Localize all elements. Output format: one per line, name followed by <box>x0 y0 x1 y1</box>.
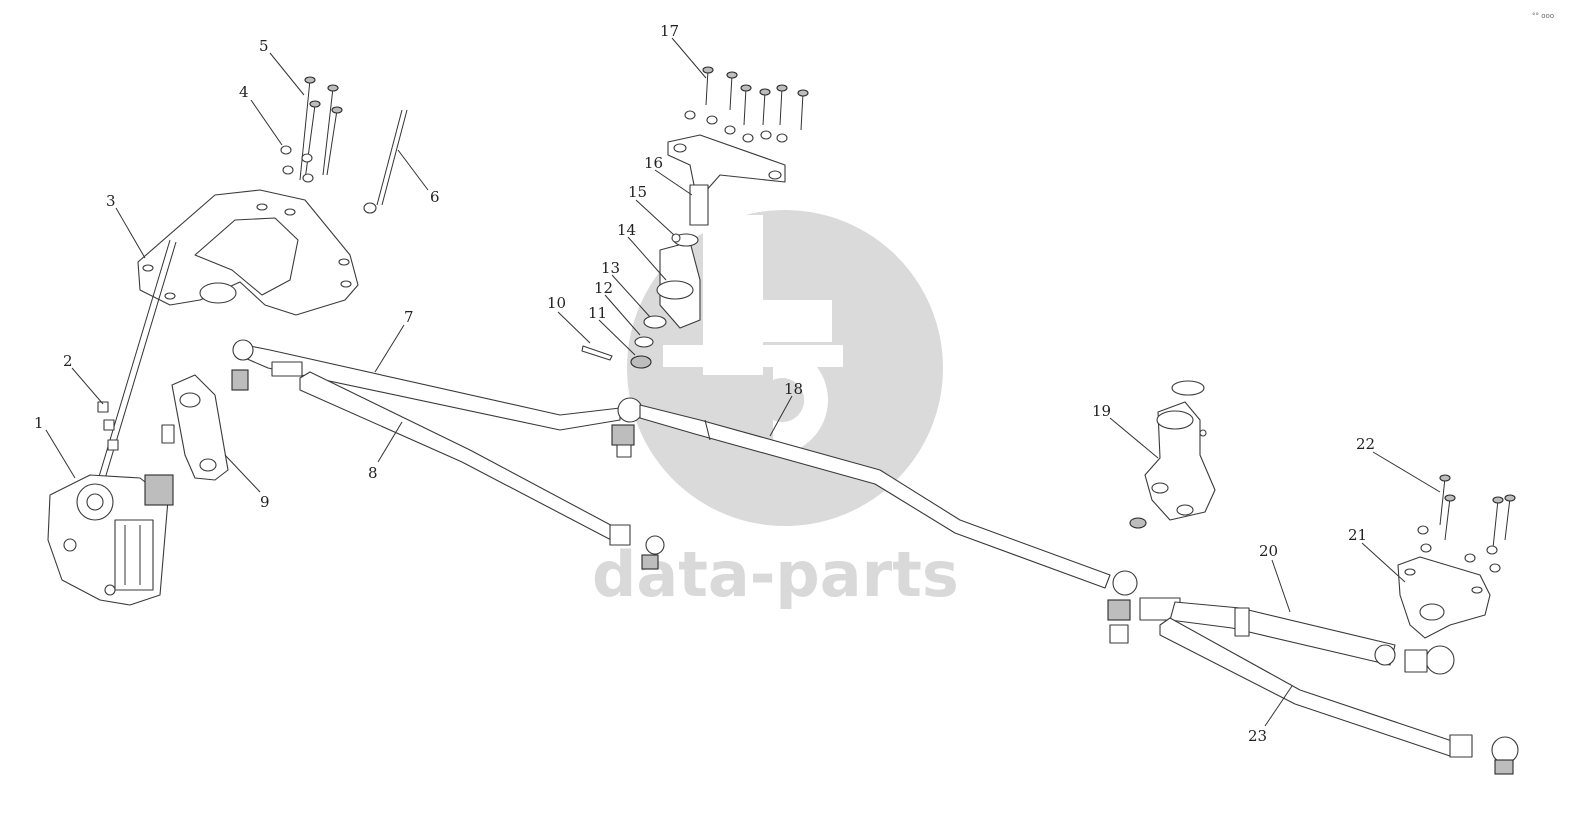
callout-11: 11 <box>588 304 607 322</box>
callout-5: 5 <box>259 37 269 55</box>
part-drag-link-lower <box>299 371 665 570</box>
part-tie-rod-long <box>639 404 1111 589</box>
callout-19: 19 <box>1092 402 1111 420</box>
leader-lines <box>45 37 1441 727</box>
part-steering-gear <box>47 474 174 606</box>
part-knuckle-right <box>1129 380 1216 529</box>
callout-17: 17 <box>660 22 679 40</box>
callout-labels: 1 2 3 4 5 6 7 8 9 10 11 12 13 14 15 16 1… <box>34 22 1375 745</box>
part-pitman-arm <box>161 374 229 481</box>
watermark-logo <box>627 210 943 526</box>
callout-23: 23 <box>1248 727 1267 745</box>
callout-13: 13 <box>601 259 620 277</box>
callout-4: 4 <box>239 83 249 101</box>
part-plate-upper <box>667 134 786 226</box>
part-long-stud <box>363 109 408 214</box>
callout-12: 12 <box>594 279 613 297</box>
callout-15: 15 <box>628 183 647 201</box>
part-cylinder <box>1169 601 1455 675</box>
part-bracket <box>137 189 359 316</box>
corner-mark: °° ooo <box>1532 12 1554 20</box>
callout-18: 18 <box>784 380 803 398</box>
callout-6: 6 <box>430 188 440 206</box>
callout-7: 7 <box>404 308 414 326</box>
callout-9: 9 <box>260 493 270 511</box>
part-bracket-right <box>1397 556 1491 639</box>
part-drag-link-upper <box>231 339 621 431</box>
part-center-joint <box>611 397 643 458</box>
part-knuckle-upper <box>656 233 701 329</box>
callout-1: 1 <box>34 414 44 432</box>
part-right-joint <box>1107 570 1181 644</box>
part-rod <box>97 239 177 483</box>
part-tie-rod-lower <box>1159 617 1519 775</box>
part-bolts-22 <box>1417 474 1516 573</box>
callout-8: 8 <box>368 464 378 482</box>
callout-2: 2 <box>63 352 73 370</box>
callout-22: 22 <box>1356 435 1375 453</box>
callout-10: 10 <box>547 294 566 312</box>
callout-16: 16 <box>644 154 663 172</box>
callout-3: 3 <box>106 192 116 210</box>
callout-14: 14 <box>617 221 636 239</box>
callout-21: 21 <box>1348 526 1367 544</box>
part-small-hardware <box>581 315 667 369</box>
part-bolts-upper <box>280 76 343 183</box>
part-bolts-17 <box>684 66 809 143</box>
callout-20: 20 <box>1259 542 1278 560</box>
